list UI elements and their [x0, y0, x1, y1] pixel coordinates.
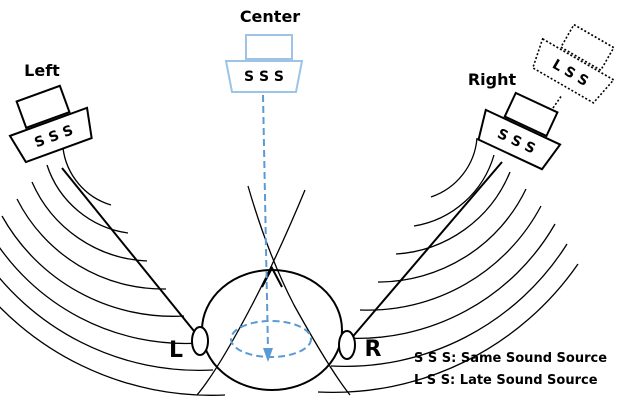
phantom-center-image — [230, 320, 312, 358]
center-speaker-box — [245, 34, 293, 60]
center-signal-line — [262, 94, 269, 351]
legend: S S S: Same Sound Source L S S: Late Sou… — [414, 351, 607, 388]
late-speaker-cone — [531, 37, 615, 104]
center-speaker: S S S — [224, 34, 304, 93]
left-speaker: S S S — [8, 84, 93, 164]
center-label: Center — [240, 7, 300, 26]
listener-head — [191, 265, 356, 391]
legend-line-same: S S S: Same Sound Source — [414, 351, 607, 366]
right-signal-line — [348, 161, 503, 342]
left-signal-line — [61, 167, 199, 337]
left-speaker-waves — [0, 147, 226, 396]
center-arrival-curves — [196, 185, 351, 396]
left-label: Left — [24, 61, 60, 80]
late-speaker: L S S — [531, 23, 615, 104]
right-label: Right — [468, 70, 517, 89]
right-speaker-cone — [477, 108, 562, 171]
center-signal — [262, 94, 273, 362]
nose — [261, 265, 283, 288]
head-outline — [201, 269, 343, 391]
center-arrow-head — [263, 348, 273, 362]
center-speaker-cone — [224, 60, 304, 93]
right-ear — [338, 330, 356, 360]
late-speaker-box — [559, 23, 615, 72]
signal-lines — [61, 161, 503, 342]
right-ear-label: R — [365, 337, 382, 362]
late-speaker-connector — [552, 94, 563, 109]
left-ear — [191, 326, 209, 356]
right-speaker-waves — [317, 137, 579, 394]
center-speaker-text: S S S — [244, 69, 284, 85]
legend-line-late: L S S: Late Sound Source — [414, 373, 598, 388]
left-speaker-box — [15, 84, 71, 130]
left-speaker-cone — [8, 106, 93, 164]
right-speaker-box — [503, 91, 559, 138]
left-ear-label: L — [169, 338, 183, 363]
right-speaker: S S S — [477, 91, 562, 171]
